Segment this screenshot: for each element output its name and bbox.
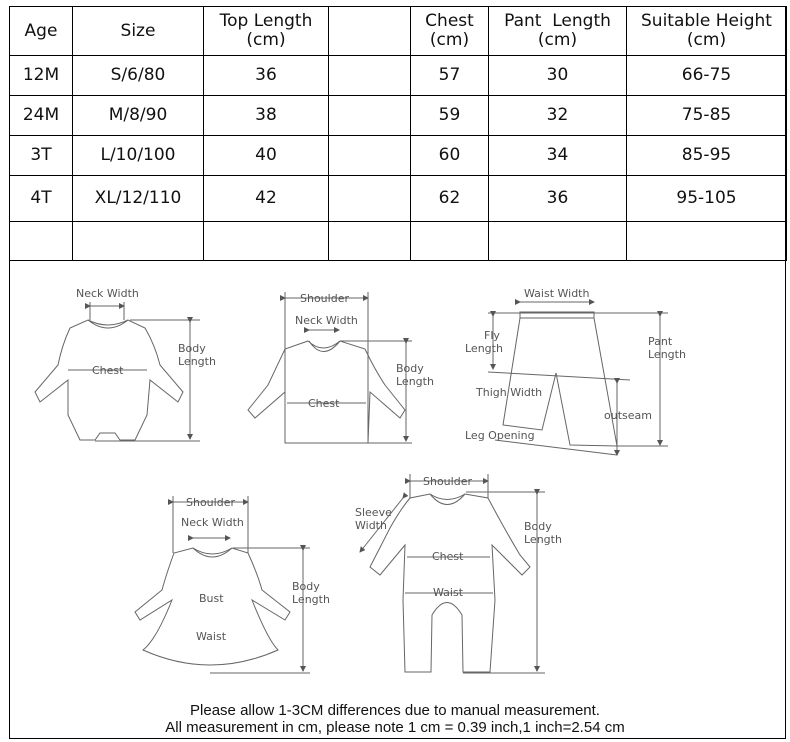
cell-pant-length: 36 (488, 175, 627, 222)
cell-size: M/8/90 (72, 95, 204, 136)
size-table: Age Size Top Length(cm) Chest(cm) Pant L… (9, 6, 787, 261)
cell-age: 24M (9, 95, 73, 136)
cell-blank (328, 95, 411, 136)
cell-blank (328, 135, 411, 176)
cell-chest: 60 (410, 135, 489, 176)
header-chest: Chest(cm) (410, 6, 489, 56)
cell-suitable-height (626, 221, 787, 261)
cell-top-length: 36 (203, 55, 329, 96)
cell-size (72, 221, 204, 261)
cell-age: 3T (9, 135, 73, 176)
cell-pant-length (488, 221, 627, 261)
cell-size: L/10/100 (72, 135, 204, 176)
cell-blank (328, 175, 411, 222)
cell-chest: 57 (410, 55, 489, 96)
table-row-empty (9, 221, 787, 261)
header-pant-length: Pant Length(cm) (488, 6, 627, 56)
cell-age (9, 221, 73, 261)
cell-suitable-height: 66-75 (626, 55, 787, 96)
cell-pant-length: 34 (488, 135, 627, 176)
cell-top-length: 40 (203, 135, 329, 176)
table-row: 4T XL/12/110 42 62 36 95-105 (9, 175, 787, 222)
cell-pant-length: 32 (488, 95, 627, 136)
cell-pant-length: 30 (488, 55, 627, 96)
cell-chest (410, 221, 489, 261)
header-age: Age (9, 6, 73, 56)
cell-suitable-height: 75-85 (626, 95, 787, 136)
table-row: 24M M/8/90 38 59 32 75-85 (9, 95, 787, 136)
measurement-note-2: All measurement in cm, please note 1 cm … (165, 719, 625, 736)
table-header-row: Age Size Top Length(cm) Chest(cm) Pant L… (9, 6, 787, 56)
cell-blank (328, 55, 411, 96)
header-size: Size (72, 6, 204, 56)
cell-top-length: 42 (203, 175, 329, 222)
cell-top-length (203, 221, 329, 261)
cell-top-length: 38 (203, 95, 329, 136)
cell-chest: 62 (410, 175, 489, 222)
cell-size: S/6/80 (72, 55, 204, 96)
table-row: 12M S/6/80 36 57 30 66-75 (9, 55, 787, 96)
cell-age: 12M (9, 55, 73, 96)
cell-suitable-height: 85-95 (626, 135, 787, 176)
cell-age: 4T (9, 175, 73, 222)
cell-suitable-height: 95-105 (626, 175, 787, 222)
measurement-note-1: Please allow 1-3CM differences due to ma… (190, 702, 600, 719)
header-top-length: Top Length(cm) (203, 6, 329, 56)
cell-blank (328, 221, 411, 261)
header-blank (328, 6, 411, 56)
table-row: 3T L/10/100 40 60 34 85-95 (9, 135, 787, 176)
header-suitable-height: Suitable Height(cm) (626, 6, 787, 56)
cell-chest: 59 (410, 95, 489, 136)
cell-size: XL/12/110 (72, 175, 204, 222)
